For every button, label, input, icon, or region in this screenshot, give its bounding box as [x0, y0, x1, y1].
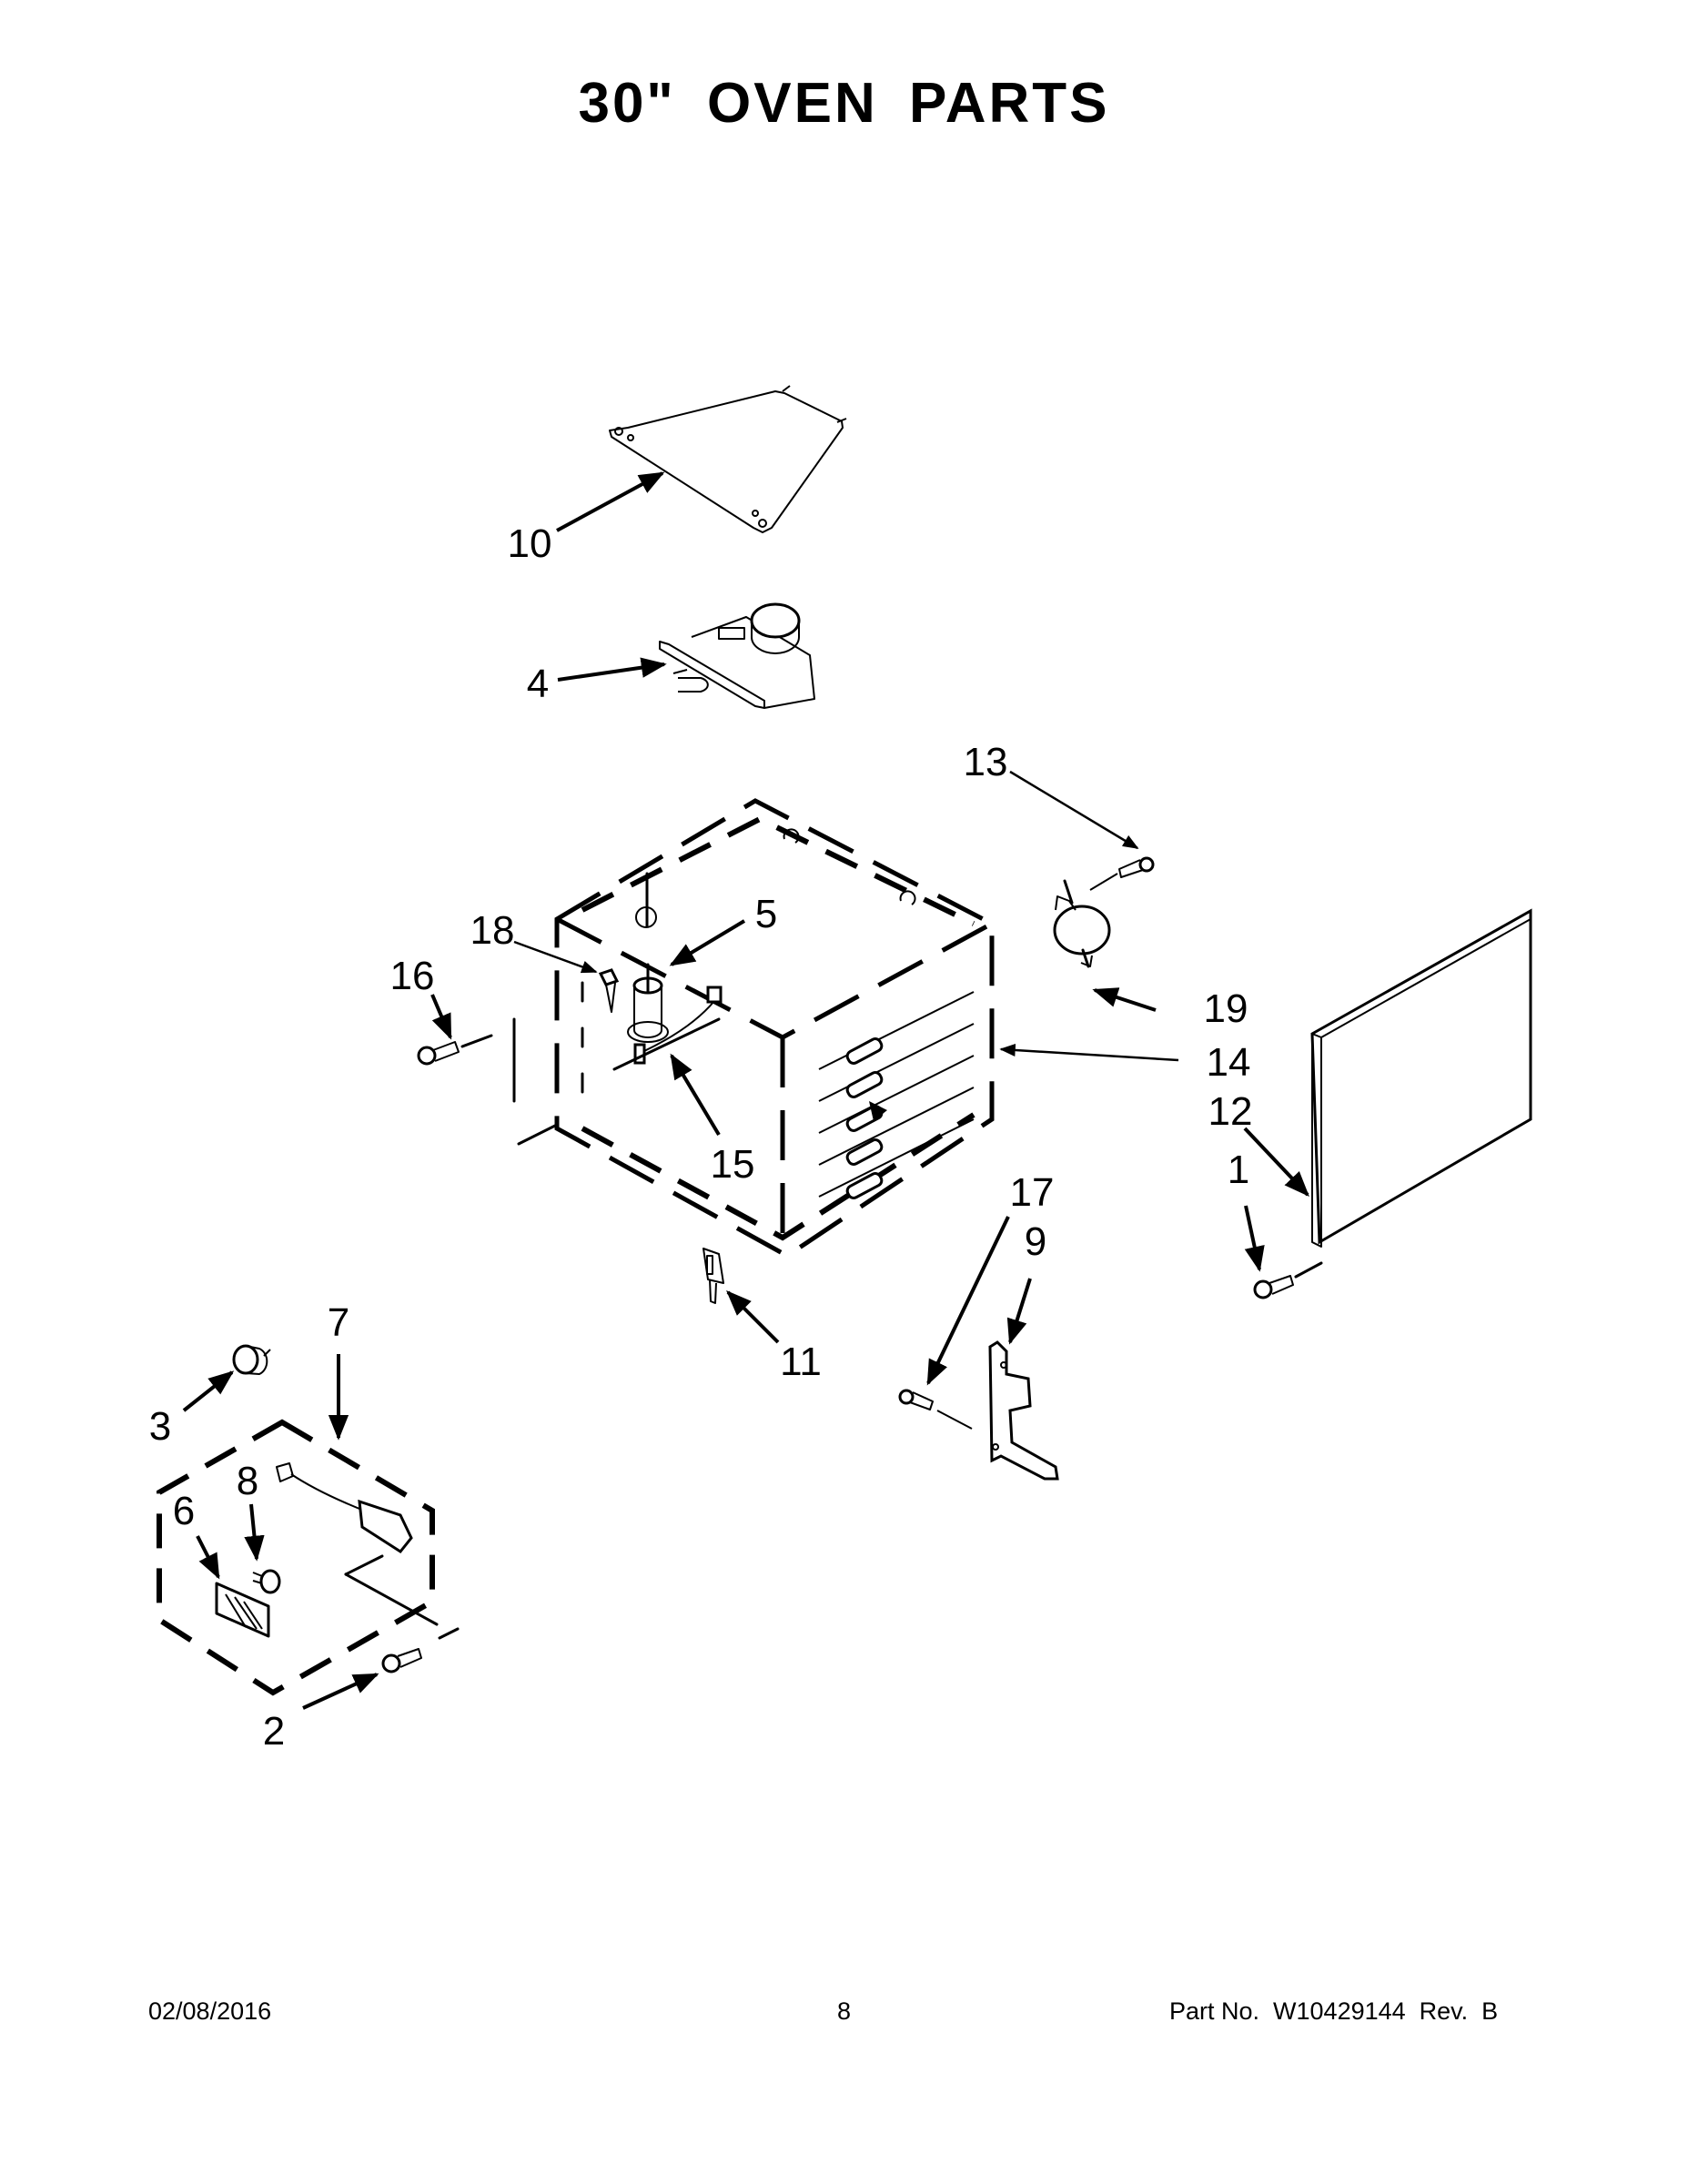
leader-5: [669, 919, 746, 966]
bracket-screw: [898, 1389, 973, 1430]
leader-16: [430, 994, 452, 1040]
leader-13: [1009, 770, 1139, 850]
callout-18: 18: [470, 908, 515, 953]
mounting-bracket: [988, 1340, 1059, 1481]
footer-page-number: 8: [837, 1997, 852, 2025]
light-bulb: [252, 1569, 281, 1594]
sensor-screw: [598, 968, 620, 1013]
leader-12: [1243, 1127, 1309, 1198]
footer-part-number: Part No. W10429144 Rev. B: [1169, 1997, 1499, 2025]
leader-15: [670, 1053, 721, 1137]
callout-15: 15: [710, 1142, 755, 1187]
heat-shield-plate: [609, 385, 847, 533]
callout-10: 10: [507, 521, 552, 566]
leader-9: [1006, 1278, 1032, 1345]
door-clip: [702, 1248, 724, 1304]
callout-14: 14: [1206, 1040, 1251, 1085]
callout-8: 8: [236, 1459, 259, 1503]
callout-2: 2: [262, 1709, 286, 1754]
callout-4: 4: [526, 662, 550, 706]
leader-6: [196, 1535, 220, 1580]
callout-5: 5: [754, 892, 778, 936]
leader-4: [557, 657, 667, 682]
callout-9: 9: [1024, 1219, 1047, 1264]
light-assembly-group: [157, 1419, 460, 1696]
sensor-cup: [627, 963, 669, 1043]
leader-8: [244, 1503, 265, 1562]
cavity-screw: [417, 1017, 559, 1146]
callout-13: 13: [963, 740, 1008, 784]
leader-19: [1092, 987, 1157, 1012]
callout-11: 11: [780, 1340, 822, 1384]
callout-12: 12: [1208, 1089, 1253, 1134]
light-screw: [381, 1648, 422, 1673]
side-panel: [1310, 908, 1532, 1248]
callout-17: 17: [1009, 1170, 1055, 1215]
leader-17: [926, 1216, 1010, 1386]
footer-date: 02/08/2016: [148, 1997, 272, 2025]
callout-7: 7: [327, 1300, 350, 1345]
leader-2: [302, 1673, 379, 1710]
door-latch-assembly: [659, 602, 815, 709]
callout-1: 1: [1227, 1148, 1250, 1192]
leader-3: [182, 1370, 235, 1412]
leader-10: [556, 471, 665, 532]
callout-3: 3: [148, 1404, 172, 1449]
callout-16: 16: [389, 954, 435, 998]
bumper-knob: [232, 1344, 271, 1375]
leader-11: [726, 1290, 780, 1344]
callout-19: 19: [1203, 986, 1248, 1031]
panel-screw: [1253, 1261, 1323, 1299]
oven-cavity: [554, 798, 995, 1259]
temperature-sensor: [612, 986, 723, 1071]
light-lens: [215, 1582, 270, 1638]
fuse-screw: [1089, 856, 1155, 891]
callout-6: 6: [172, 1489, 196, 1533]
leader-14: [999, 1043, 1179, 1062]
thermal-fuse: [1053, 879, 1111, 968]
leader-18: [513, 940, 598, 974]
leader-1: [1244, 1205, 1265, 1272]
page-title: 30" OVEN PARTS: [578, 72, 1110, 135]
